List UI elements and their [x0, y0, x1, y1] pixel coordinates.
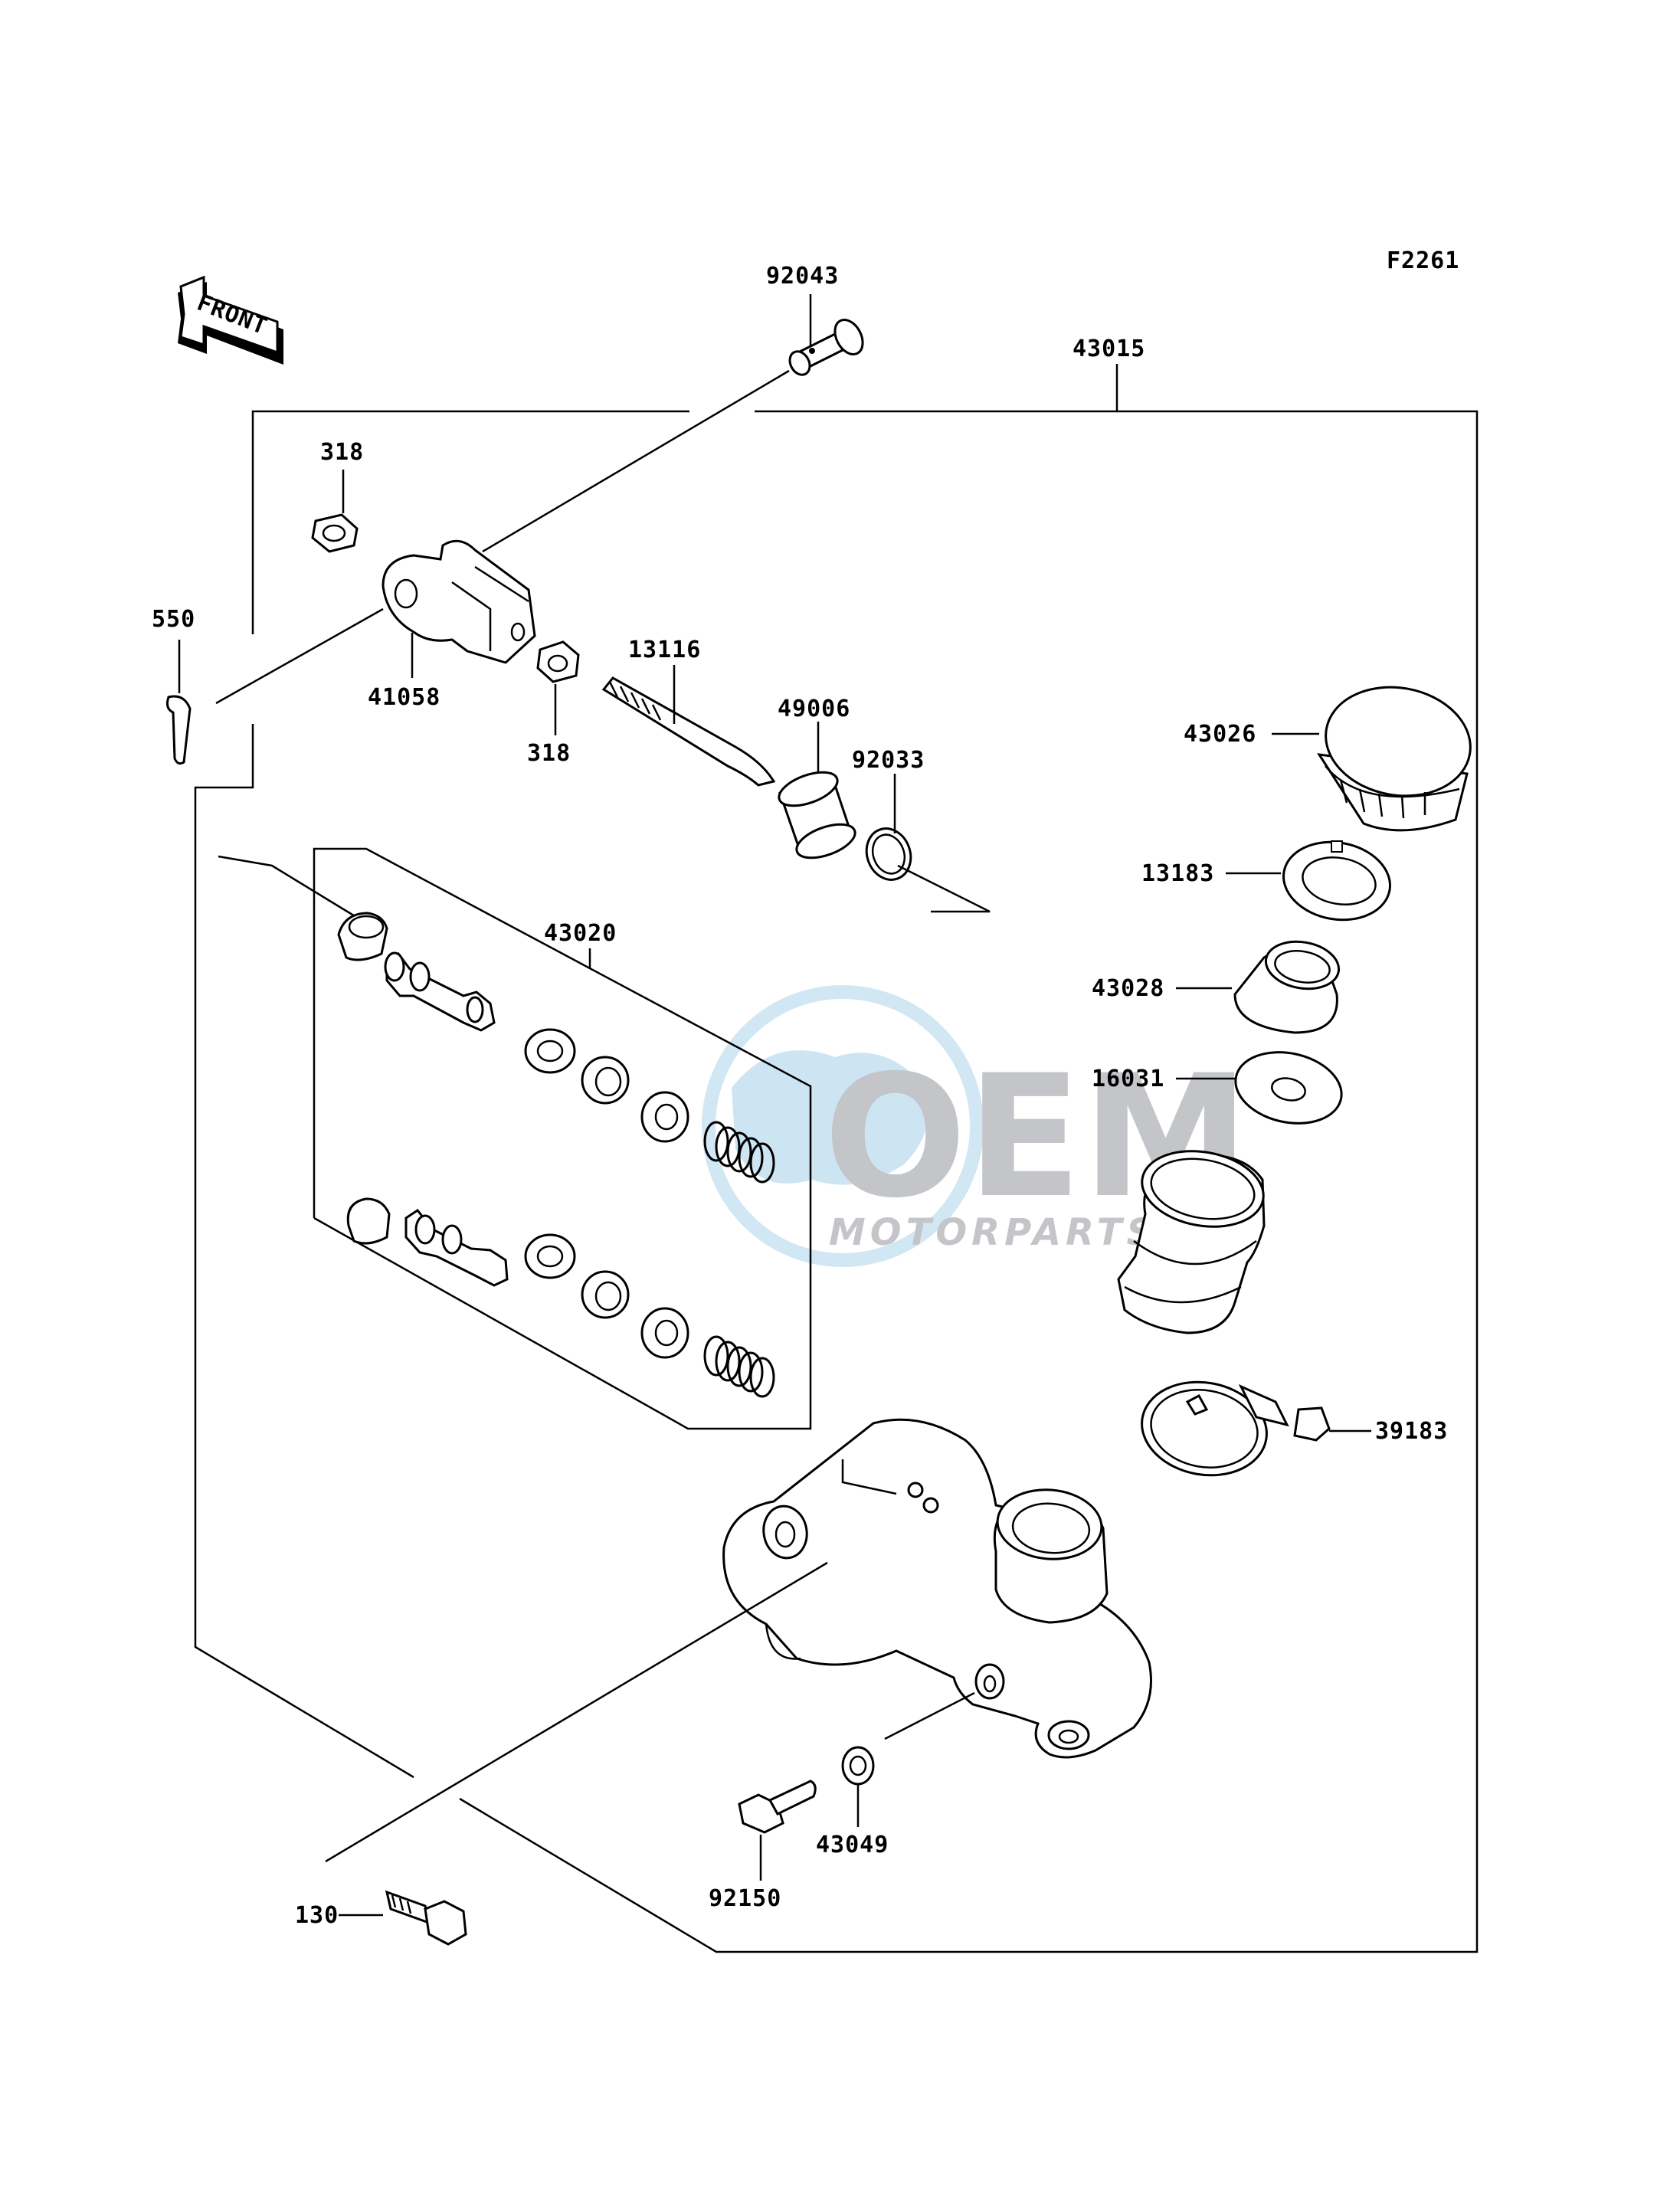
label-43020: 43020 — [544, 920, 617, 947]
label-130: 130 — [295, 1902, 339, 1929]
diaphragm-43028 — [1176, 940, 1341, 1034]
nut-318-mid — [536, 640, 580, 735]
cotter-pin-550 — [166, 607, 384, 765]
clevis-41058 — [382, 539, 536, 678]
clevis-pin-92043 — [482, 294, 864, 553]
figure-code: F2261 — [1387, 247, 1459, 274]
spring-top — [703, 1121, 775, 1184]
nut-318-top — [311, 470, 359, 553]
reservoir-cap-43026 — [1272, 686, 1472, 832]
bolt-130 — [325, 1561, 828, 1946]
hose-clamp-39183 — [1141, 1380, 1371, 1477]
washer-43049 — [841, 1746, 875, 1827]
label-92033: 92033 — [852, 747, 925, 774]
front-arrow-icon: FRONT — [178, 275, 283, 365]
watermark-sub: MOTORPARTS — [829, 1211, 1158, 1254]
label-13116: 13116 — [628, 637, 701, 663]
boot — [1117, 1150, 1266, 1334]
part-labels: 92043 43015 318 550 41058 318 13116 4900… — [152, 263, 1448, 1929]
master-cylinder-body — [722, 1418, 1152, 1759]
label-318-mid: 318 — [527, 740, 571, 767]
label-550: 550 — [152, 606, 195, 633]
spring-bottom — [703, 1335, 775, 1398]
circlip-92033 — [865, 774, 991, 913]
label-92150: 92150 — [709, 1885, 781, 1912]
label-41058: 41058 — [368, 684, 440, 711]
kit-outline-43020 — [218, 847, 812, 1430]
label-49006: 49006 — [778, 696, 850, 722]
label-13183: 13183 — [1141, 860, 1214, 887]
label-43049: 43049 — [816, 1832, 889, 1858]
assembly-outline — [194, 364, 1479, 1953]
gasket-16031 — [1176, 1051, 1343, 1125]
label-16031: 16031 — [1092, 1066, 1164, 1092]
bushing-49006 — [778, 722, 856, 859]
label-39183: 39183 — [1375, 1418, 1448, 1445]
kit-43020-parts — [337, 912, 775, 1398]
label-43026: 43026 — [1184, 721, 1256, 748]
push-rod-13116 — [601, 665, 776, 787]
plate-13183 — [1226, 840, 1391, 922]
bleeder-92150 — [738, 1780, 817, 1881]
label-318-top: 318 — [320, 439, 364, 466]
label-92043: 92043 — [766, 263, 839, 290]
label-43028: 43028 — [1092, 975, 1164, 1002]
label-43015: 43015 — [1073, 336, 1145, 362]
